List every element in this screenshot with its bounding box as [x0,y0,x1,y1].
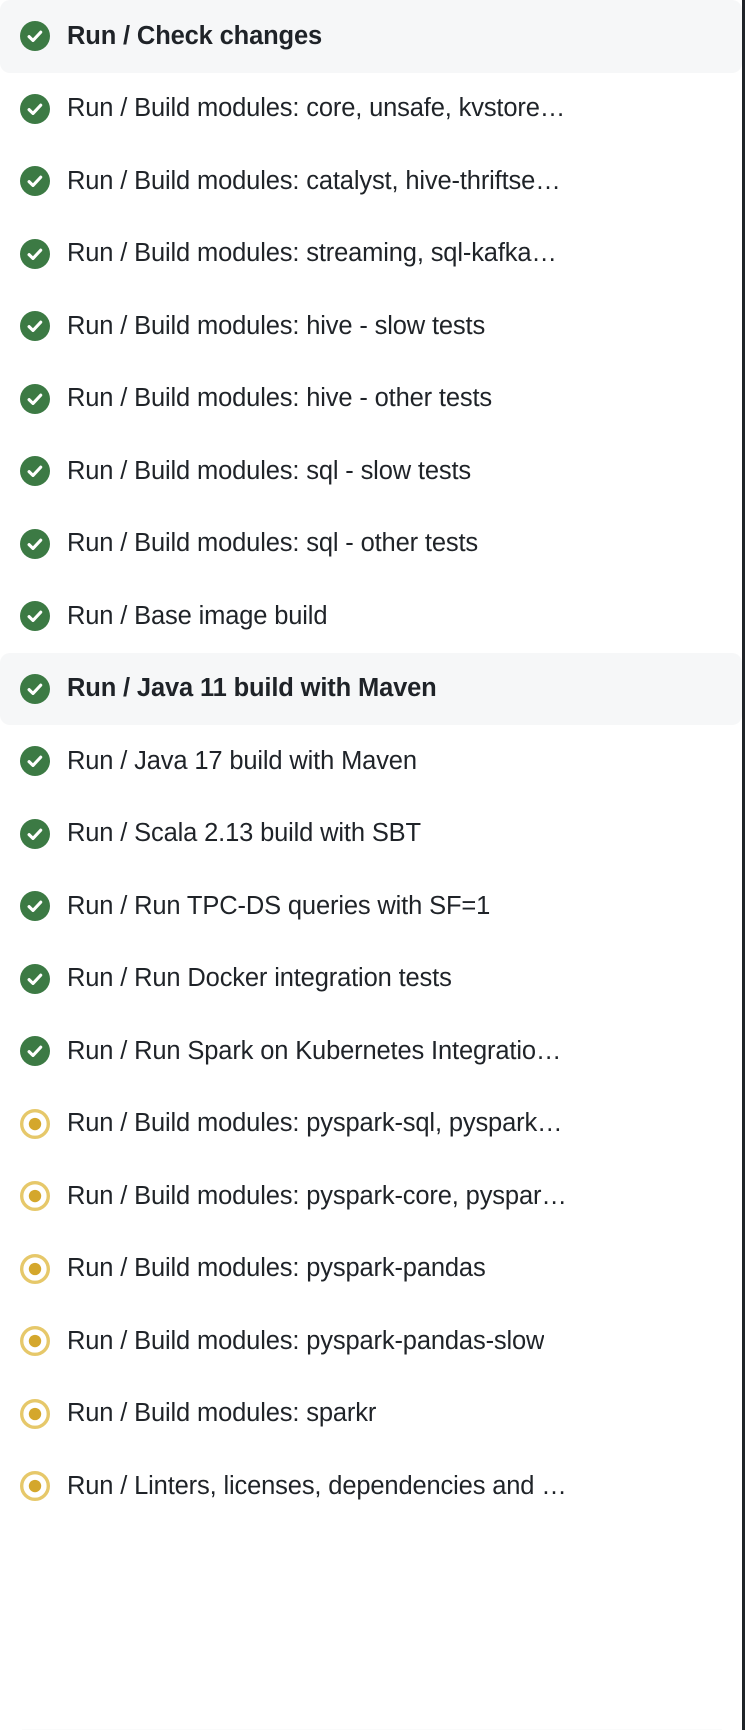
job-row[interactable]: Run / Check changes [0,0,742,73]
job-row[interactable]: Run / Build modules: pyspark-core, pyspa… [0,1160,742,1233]
job-row-label: Run / Linters, licenses, dependencies an… [67,1471,567,1500]
job-row-label: Run / Scala 2.13 build with SBT [67,819,421,848]
job-row[interactable]: Run / Run Spark on Kubernetes Integratio… [0,1015,742,1088]
job-row[interactable]: Run / Build modules: sparkr [0,1378,742,1451]
job-row-label: Run / Run Docker integration tests [67,964,452,993]
check-circle-icon [20,891,50,922]
check-circle-icon [20,93,50,124]
job-row-label: Run / Java 17 build with Maven [67,746,417,775]
job-row[interactable]: Run / Build modules: sql - other tests [0,508,742,581]
job-row-label: Run / Run Spark on Kubernetes Integratio… [67,1036,562,1065]
job-row-label: Run / Base image build [67,601,328,630]
job-row-label: Run / Run TPC-DS queries with SF=1 [67,891,491,920]
in-progress-dot-icon [20,1253,50,1284]
check-circle-icon [20,746,50,777]
job-row[interactable]: Run / Build modules: pyspark-sql, pyspar… [0,1088,742,1161]
job-row-label: Run / Build modules: hive - other tests [67,384,493,413]
job-row-label: Run / Java 11 build with Maven [67,674,437,703]
job-row[interactable]: Run / Build modules: streaming, sql-kafk… [0,218,742,291]
in-progress-dot-icon [20,1181,50,1212]
job-row[interactable]: Run / Run TPC-DS queries with SF=1 [0,870,742,943]
job-row[interactable]: Run / Base image build [0,580,742,653]
check-circle-icon [20,1036,50,1067]
job-row-label: Run / Check changes [67,21,323,50]
in-progress-dot-icon [20,1326,50,1357]
job-row-label: Run / Build modules: sql - other tests [67,529,478,558]
job-row-label: Run / Build modules: core, unsafe, kvsto… [67,94,566,123]
job-row-label: Run / Build modules: pyspark-sql, pyspar… [67,1109,563,1138]
job-row[interactable]: Run / Build modules: sql - slow tests [0,435,742,508]
job-row[interactable]: Run / Run Docker integration tests [0,943,742,1016]
check-circle-icon [20,673,50,704]
in-progress-dot-icon [20,1108,50,1139]
check-circle-icon [20,963,50,994]
check-circle-icon [20,166,50,197]
job-row[interactable]: Run / Build modules: hive - other tests [0,363,742,436]
check-circle-icon [20,528,50,559]
check-circle-icon [20,383,50,414]
job-row-label: Run / Build modules: pyspark-pandas [67,1254,486,1283]
job-row-label: Run / Build modules: hive - slow tests [67,311,486,340]
job-row[interactable]: Run / Linters, licenses, dependencies an… [0,1450,742,1523]
job-row[interactable]: Run / Scala 2.13 build with SBT [0,798,742,871]
job-row[interactable]: Run / Build modules: hive - slow tests [0,290,742,363]
job-row-label: Run / Build modules: sparkr [67,1399,377,1428]
job-row[interactable]: Run / Build modules: catalyst, hive-thri… [0,145,742,218]
check-circle-icon [20,601,50,632]
in-progress-dot-icon [20,1471,50,1502]
job-row-label: Run / Build modules: streaming, sql-kafk… [67,239,557,268]
check-circle-icon [20,21,50,52]
job-row-label: Run / Build modules: sql - slow tests [67,456,472,485]
job-row-label: Run / Build modules: pyspark-pandas-slow [67,1326,545,1355]
check-circle-icon [20,311,50,342]
job-row[interactable]: Run / Java 11 build with Maven [0,652,742,725]
job-row-label: Run / Build modules: catalyst, hive-thri… [67,166,561,195]
job-row[interactable]: Run / Java 17 build with Maven [0,725,742,798]
job-row[interactable]: Run / Build modules: pyspark-pandas [0,1233,742,1306]
in-progress-dot-icon [20,1398,50,1429]
job-row[interactable]: Run / Build modules: core, unsafe, kvsto… [0,73,742,146]
check-circle-icon [20,456,50,487]
check-circle-icon [20,238,50,269]
job-row[interactable]: Run / Build modules: pyspark-pandas-slow [0,1305,742,1378]
job-row-label: Run / Build modules: pyspark-core, pyspa… [67,1181,567,1210]
check-circle-icon [20,818,50,849]
